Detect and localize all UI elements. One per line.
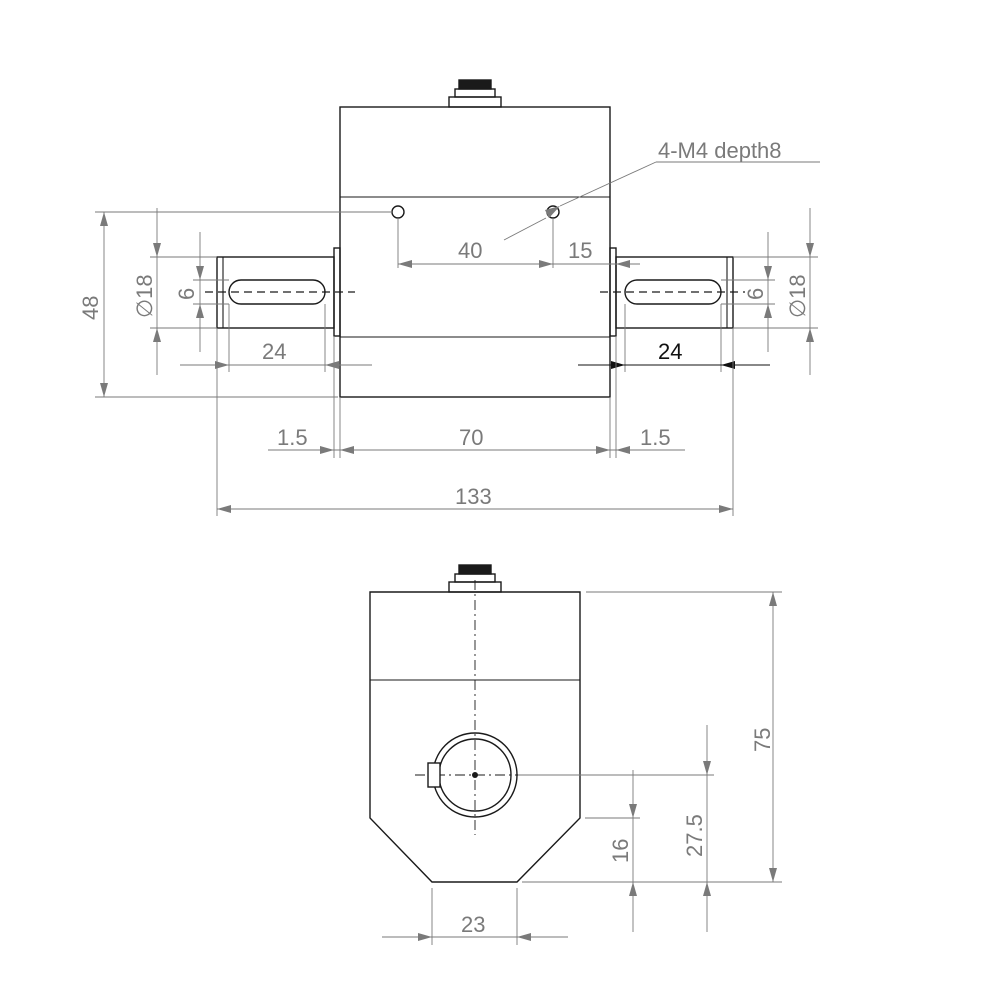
shaft-end-view xyxy=(427,732,518,818)
dim-chamfer-height: 16 xyxy=(585,770,640,932)
dim-base-width-text: 23 xyxy=(461,912,485,937)
dim-key-length-left-text: 24 xyxy=(262,339,286,364)
dim-shaft-dia-right: ∅18 xyxy=(733,208,818,375)
dim-overall-length: 133 xyxy=(216,328,734,516)
dim-flange-left-text: 1.5 xyxy=(277,425,308,450)
dim-body-length-text: 70 xyxy=(459,425,483,450)
dim-height-48: 48 xyxy=(78,211,392,398)
sensor-body-side xyxy=(369,591,581,883)
dim-key-width-right-text: 6 xyxy=(743,288,768,300)
dim-shaft-dia-right-text: ∅18 xyxy=(785,274,810,318)
dim-key-width-left: 6 xyxy=(174,232,229,352)
dim-shaft-center-height-text: 27.5 xyxy=(682,814,707,857)
hole-dims: 40 15 xyxy=(397,218,640,268)
dim-hole-offset: 15 xyxy=(568,238,592,263)
dim-base-width: 23 xyxy=(382,888,568,945)
connector-top-front xyxy=(448,79,502,108)
hole-callout: 4-M4 depth8 xyxy=(503,138,820,241)
dim-shaft-dia-left: ∅18 xyxy=(132,208,217,375)
dim-body-length: 1.5 70 1.5 xyxy=(268,336,685,458)
dim-key-length-left: 24 xyxy=(180,304,372,372)
dim-hole-spacing: 40 xyxy=(458,238,482,263)
side-view: 75 27.5 16 23 xyxy=(369,564,782,945)
dim-key-width-left-text: 6 xyxy=(174,288,199,300)
dim-chamfer-height-text: 16 xyxy=(608,839,633,863)
dim-shaft-center-height: 27.5 xyxy=(518,725,714,932)
mounting-hole-left xyxy=(391,205,405,219)
front-view: 4-M4 depth8 40 15 48 xyxy=(78,79,820,516)
dim-overall-length-text: 133 xyxy=(455,484,492,509)
dim-shaft-dia-left-text: ∅18 xyxy=(132,274,157,318)
key-end-view xyxy=(427,762,441,788)
dim-total-height-text: 75 xyxy=(750,728,775,752)
dim-key-width-right: 6 xyxy=(721,232,775,352)
dim-key-length-right: 24 xyxy=(578,304,770,372)
dim-total-height: 75 xyxy=(522,591,782,883)
dim-height-text: 48 xyxy=(78,296,103,320)
hole-callout-text: 4-M4 depth8 xyxy=(658,138,782,163)
dim-key-length-right-text: 24 xyxy=(658,339,682,364)
dim-flange-right-text: 1.5 xyxy=(640,425,671,450)
